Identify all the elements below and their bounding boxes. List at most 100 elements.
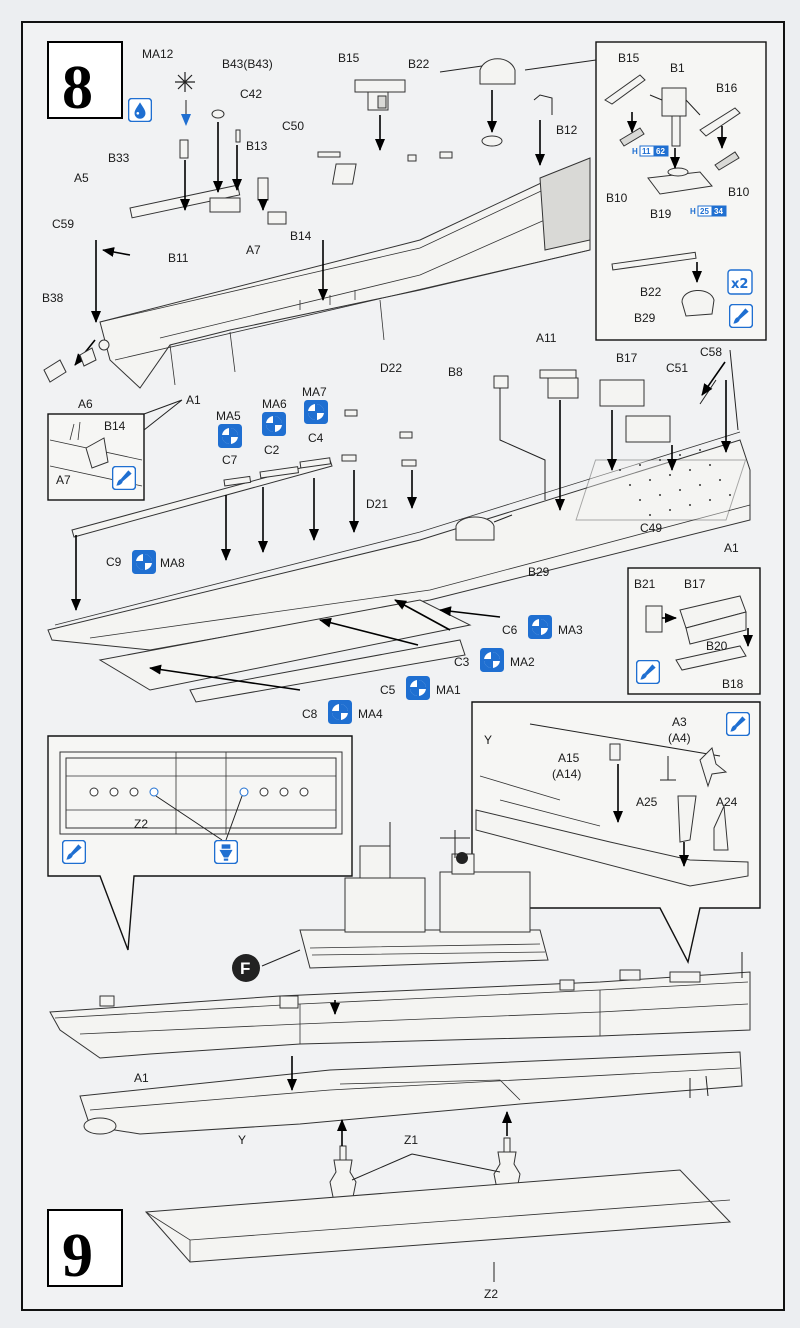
label-ma5: MA5 <box>216 409 241 423</box>
part-b13 <box>257 177 269 201</box>
svg-text:62: 62 <box>656 147 665 156</box>
label-a7: A7 <box>246 243 261 257</box>
inset-label-b10-left: B10 <box>606 191 628 205</box>
inset-label-y: Y <box>484 733 492 747</box>
paint-brush-icon <box>729 304 753 328</box>
inset-label-b29: B29 <box>634 311 656 325</box>
decal-icon-ma3 <box>528 615 552 639</box>
label-a5: A5 <box>74 171 89 185</box>
label-c49: C49 <box>640 521 662 535</box>
label-c50: C50 <box>282 119 304 133</box>
paint-brush-icon-left <box>112 466 136 490</box>
label-ma12: MA12 <box>142 47 174 61</box>
label-z2: Z2 <box>484 1287 498 1301</box>
label-c2: C2 <box>264 443 280 457</box>
inset-label-b19: B19 <box>650 207 672 221</box>
decal-icon-ma7 <box>304 400 328 424</box>
quantity-x2: x2 <box>731 277 748 292</box>
f-leader-line <box>261 949 301 967</box>
label-y-step9: Y <box>238 1133 246 1147</box>
label-b43: B43(B43) <box>222 57 273 71</box>
inset-base-holes: Z2 <box>47 735 353 951</box>
label-ma6: MA6 <box>262 397 287 411</box>
step-9-number: 9 <box>62 1222 93 1290</box>
part-b43 <box>211 109 225 119</box>
label-b14: B14 <box>290 229 312 243</box>
label-d22: D22 <box>380 361 402 375</box>
paint-brush-icon-base <box>62 840 86 864</box>
inset-label-b15: B15 <box>618 51 640 65</box>
superstructure-f <box>299 822 549 969</box>
label-ma7: MA7 <box>302 385 327 399</box>
label-b38: B38 <box>42 291 64 305</box>
label-d21: D21 <box>366 497 388 511</box>
decal-icon-ma8 <box>132 550 156 574</box>
floating-parts-step8 <box>175 58 553 201</box>
step-8-number: 8 <box>62 54 93 122</box>
label-z1: Z1 <box>404 1133 418 1147</box>
label-ma1: MA1 <box>436 683 461 697</box>
decal-icon-ma4 <box>328 700 352 724</box>
label-c4: C4 <box>308 431 324 445</box>
decal-icon-ma2 <box>480 648 504 672</box>
part-c42 <box>235 129 241 143</box>
inset-label-a14: (A14) <box>552 767 581 781</box>
label-c51: C51 <box>666 361 688 375</box>
label-b33: B33 <box>108 151 130 165</box>
subassembly-f-badge <box>232 954 260 982</box>
assembly-arrows-top <box>74 90 545 366</box>
cement-icon <box>214 840 238 864</box>
label-b12: B12 <box>556 123 578 137</box>
paint-brush-icon-right <box>636 660 660 684</box>
label-a1-step9: A1 <box>134 1071 149 1085</box>
inset-label-a4: (A4) <box>668 731 691 745</box>
inset-turret-detail: B15 B1 B16 B10 B10 B19 B22 B29 H 11 62 H… <box>524 41 767 341</box>
inset-label-z2: Z2 <box>134 817 148 831</box>
label-b17: B17 <box>616 351 638 365</box>
deck-slot-part <box>331 163 357 185</box>
inset-label-b16: B16 <box>716 81 738 95</box>
label-b8: B8 <box>448 365 463 379</box>
label-ma3: MA3 <box>558 623 583 637</box>
color-code-h-25-34: H 25 34 <box>690 205 727 217</box>
parts-b38-a6 <box>43 339 110 383</box>
label-b11: B11 <box>168 251 189 265</box>
label-c3: C3 <box>454 655 470 669</box>
svg-text:H: H <box>690 207 696 216</box>
label-b13: B13 <box>246 139 268 153</box>
inset-b17-detail: B21 B17 B20 B18 <box>627 567 761 695</box>
label-c58: C58 <box>700 345 722 359</box>
inset-label-b20: B20 <box>706 639 728 653</box>
color-code-h-11-62: H 11 62 <box>632 145 669 157</box>
inset-a7-b14: B14 A7 <box>47 399 183 501</box>
label-a11: A11 <box>536 331 557 345</box>
part-b33 <box>179 139 189 159</box>
label-c8: C8 <box>302 707 318 721</box>
display-base-z2 <box>144 1169 732 1263</box>
inset-label-a3: A3 <box>672 715 687 729</box>
full-hull <box>49 952 751 1059</box>
inset-label-b1: B1 <box>670 61 685 75</box>
inset-label-b17: B17 <box>684 577 706 591</box>
ma12-radar <box>175 72 195 92</box>
part-b22 <box>439 58 516 147</box>
svg-text:11: 11 <box>642 147 651 156</box>
inset-label-b18: B18 <box>722 677 744 691</box>
decal-icon-ma5 <box>218 424 242 448</box>
label-c59: C59 <box>52 217 74 231</box>
label-c6: C6 <box>502 623 518 637</box>
label-b15: B15 <box>338 51 360 65</box>
paint-brush-icon-prop <box>726 712 750 736</box>
label-c5: C5 <box>380 683 396 697</box>
inset-label-b10-right: B10 <box>728 185 750 199</box>
inset-label-a25: A25 <box>636 795 658 809</box>
paint-drop-icon <box>128 98 152 122</box>
step-9: Z2 A3 (A4) Y A15 (A14) A25 A24 <box>47 701 761 1301</box>
lower-hull-y <box>79 1051 743 1135</box>
part-b12 <box>533 94 553 115</box>
mid-floating-parts <box>71 349 739 541</box>
inset-label-a24: A24 <box>716 795 738 809</box>
label-ma4: MA4 <box>358 707 383 721</box>
